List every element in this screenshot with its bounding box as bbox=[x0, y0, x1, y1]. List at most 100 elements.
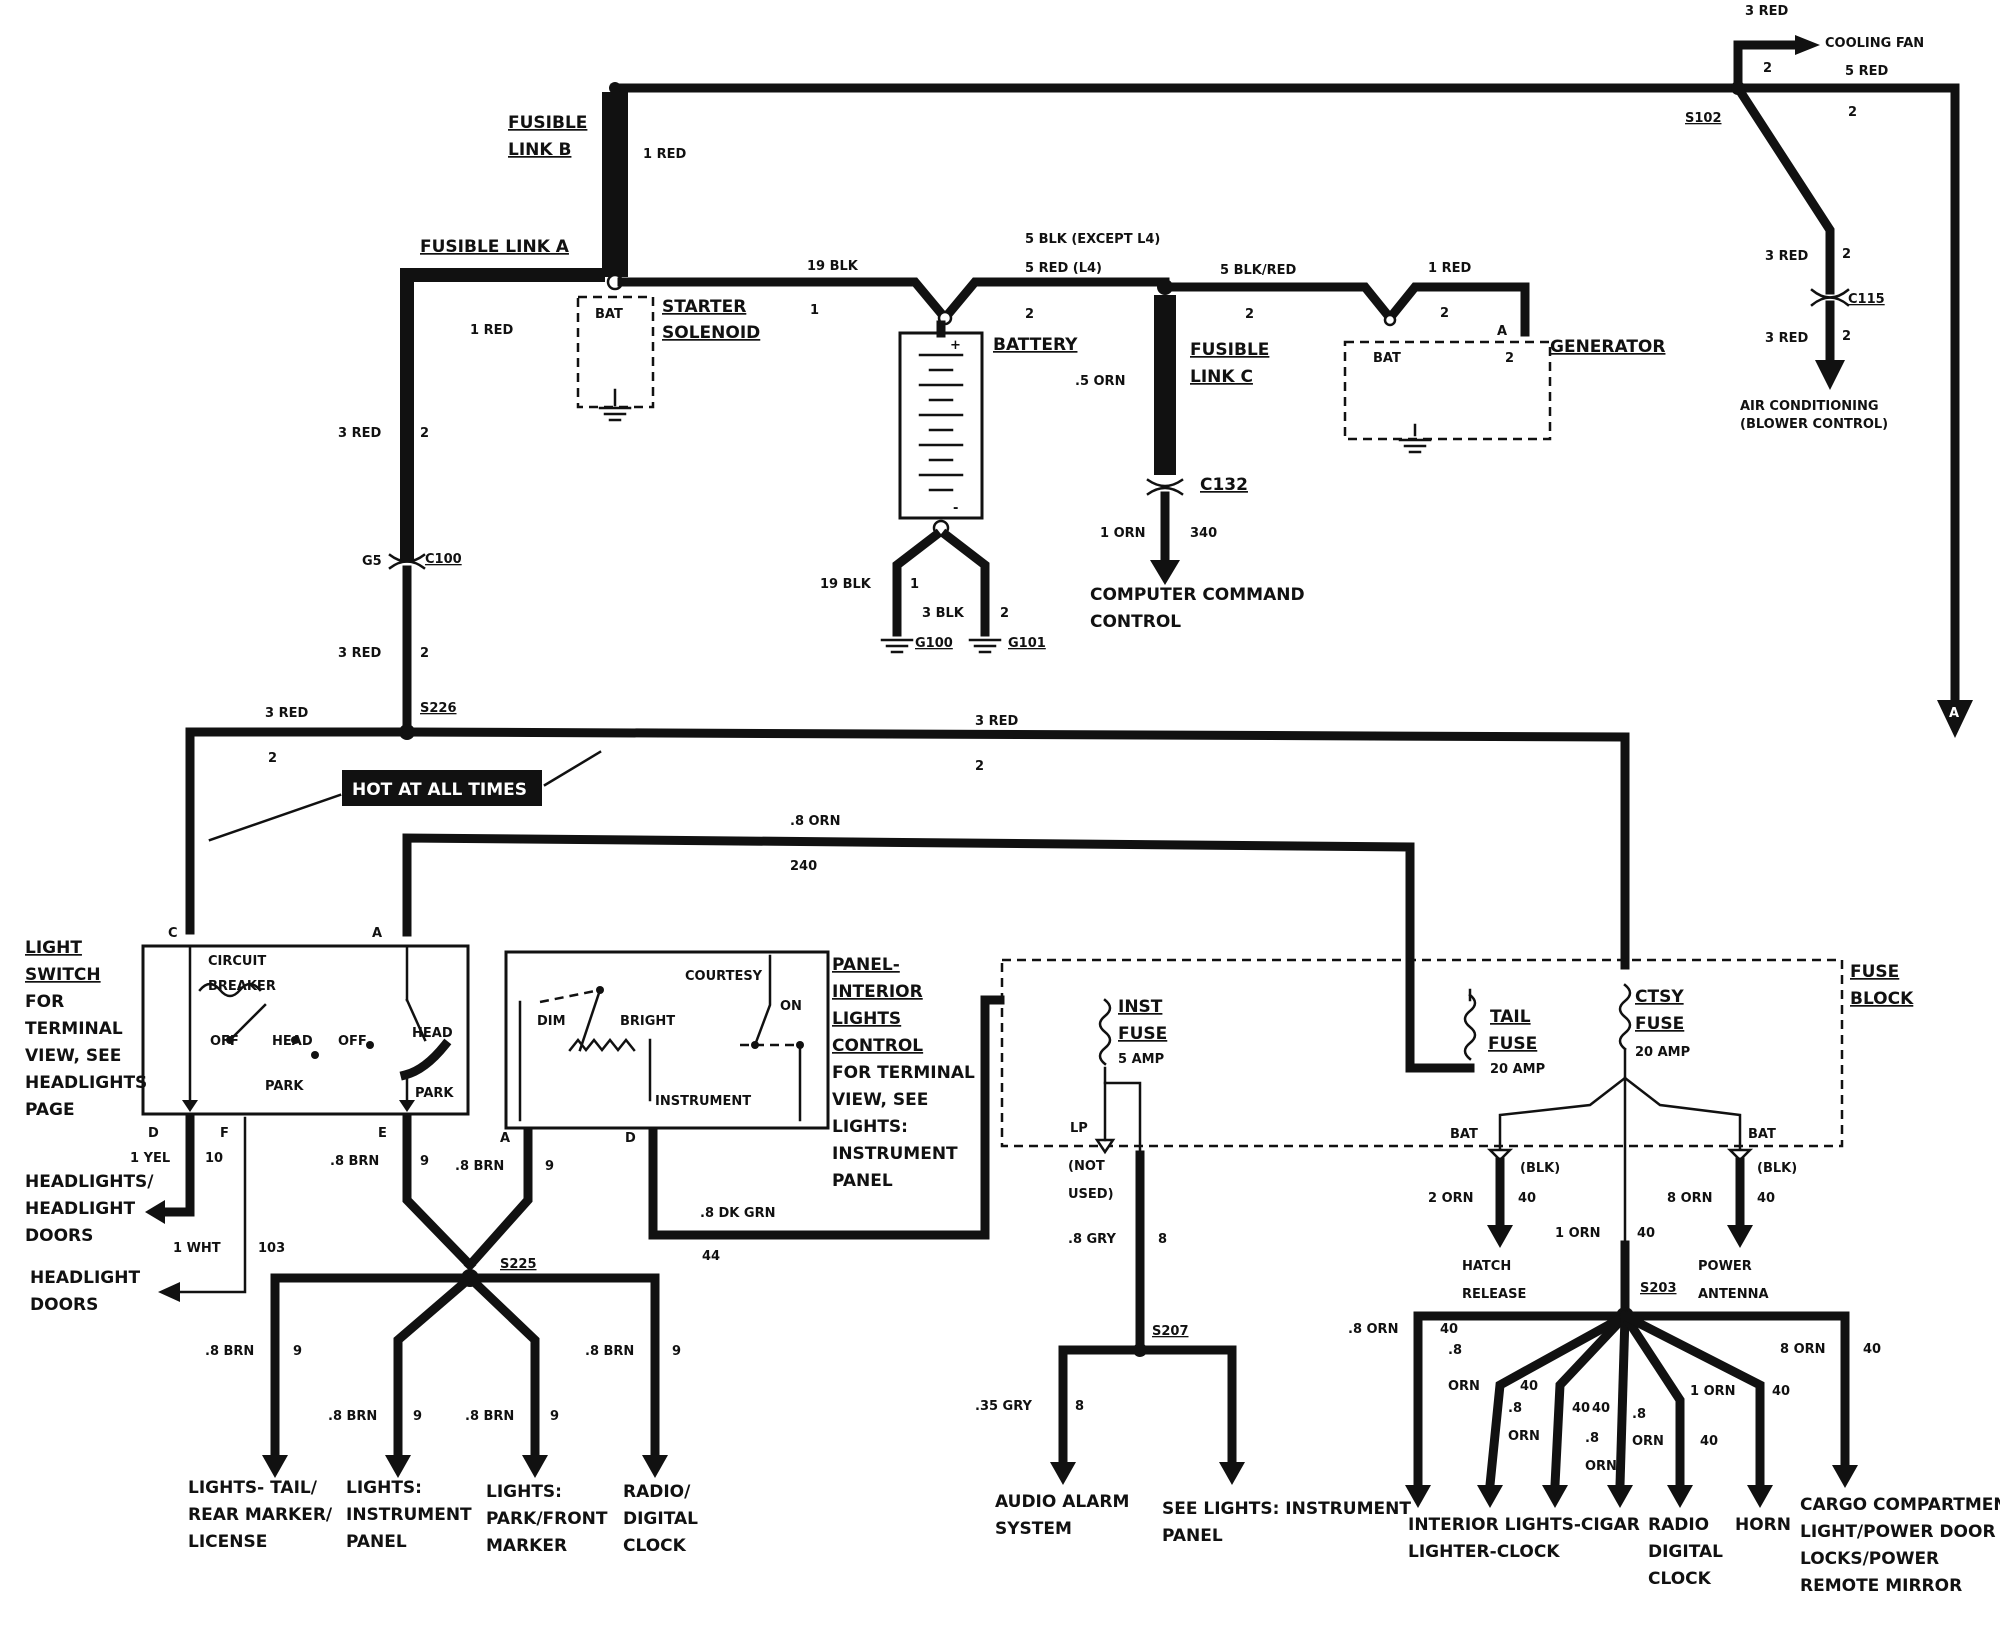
label: (BLK) bbox=[1757, 1161, 1797, 1176]
bat-outputs bbox=[1486, 1148, 1754, 1248]
label: BLOCK bbox=[1850, 989, 1914, 1009]
label: ORN bbox=[1585, 1459, 1617, 1474]
label: 1 RED bbox=[643, 147, 686, 162]
label: USED) bbox=[1068, 1187, 1114, 1202]
label: .8 BRN bbox=[585, 1344, 634, 1359]
label: FUSE bbox=[1850, 962, 1899, 982]
label: SYSTEM bbox=[995, 1519, 1072, 1539]
hot-at-all-times-text: HOT AT ALL TIMES bbox=[352, 780, 527, 800]
label: 40 bbox=[1700, 1434, 1718, 1449]
label: E bbox=[378, 1126, 387, 1141]
label: 2 bbox=[1025, 307, 1034, 322]
label: LIGHT/POWER DOOR bbox=[1800, 1522, 1996, 1542]
label: C100 bbox=[425, 552, 462, 567]
label: .35 GRY bbox=[975, 1399, 1033, 1414]
battery: + - bbox=[880, 320, 1002, 654]
label: LIGHTS: bbox=[832, 1117, 908, 1137]
label: (BLOWER CONTROL) bbox=[1740, 417, 1888, 432]
label: POWER bbox=[1698, 1259, 1752, 1274]
label: INTERIOR bbox=[832, 982, 923, 1002]
label: REMOTE MIRROR bbox=[1800, 1576, 1962, 1596]
label: HEADLIGHTS bbox=[25, 1073, 147, 1093]
label: .8 bbox=[1632, 1407, 1646, 1422]
label: LICENSE bbox=[188, 1532, 267, 1552]
label: HEADLIGHT bbox=[30, 1268, 140, 1288]
label: PANEL bbox=[346, 1532, 407, 1552]
label: 9 bbox=[293, 1344, 302, 1359]
label: .8 BRN bbox=[205, 1344, 254, 1359]
label: BREAKER bbox=[208, 979, 276, 994]
label: HATCH bbox=[1462, 1259, 1511, 1274]
label: RADIO bbox=[1648, 1515, 1709, 1535]
label: 2 bbox=[1842, 247, 1851, 262]
label: SEE LIGHTS: INSTRUMENT bbox=[1162, 1499, 1411, 1519]
label: 9 bbox=[545, 1159, 554, 1174]
label: VIEW, SEE bbox=[25, 1046, 121, 1066]
label: HEADLIGHTS/ bbox=[25, 1172, 154, 1192]
starter-solenoid bbox=[576, 295, 655, 422]
label: 40 bbox=[1518, 1191, 1536, 1206]
svg-text:-: - bbox=[953, 501, 958, 516]
label: 9 bbox=[672, 1344, 681, 1359]
label: BAT bbox=[1748, 1127, 1776, 1142]
label: 1 YEL bbox=[130, 1151, 170, 1166]
svg-text:+: + bbox=[950, 338, 961, 353]
label: 9 bbox=[550, 1409, 559, 1424]
label: 2 bbox=[1763, 61, 1772, 76]
label: FOR TERMINAL bbox=[832, 1063, 975, 1083]
label: MARKER bbox=[486, 1536, 567, 1556]
label: 103 bbox=[258, 1241, 285, 1256]
label: FUSIBLE bbox=[508, 113, 587, 133]
label: PARK/FRONT bbox=[486, 1509, 608, 1529]
label: LINK B bbox=[508, 140, 571, 160]
label: DIGITAL bbox=[623, 1509, 698, 1529]
label: HORN bbox=[1735, 1515, 1791, 1535]
label: .8 BRN bbox=[465, 1409, 514, 1424]
label: .8 bbox=[1585, 1431, 1599, 1446]
label: (BLK) bbox=[1520, 1161, 1560, 1176]
label: 2 bbox=[1245, 307, 1254, 322]
label: FUSE bbox=[1118, 1024, 1167, 1044]
label: 3 RED bbox=[975, 714, 1018, 729]
label: 2 ORN bbox=[1428, 1191, 1474, 1206]
label: CLOCK bbox=[623, 1536, 687, 1556]
label: DIGITAL bbox=[1648, 1542, 1723, 1562]
label: PAGE bbox=[25, 1100, 75, 1120]
label: 9 bbox=[420, 1154, 429, 1169]
label: S226 bbox=[420, 701, 457, 716]
label: ON bbox=[780, 999, 802, 1014]
fuse-block bbox=[1000, 958, 1844, 1302]
label: .8 bbox=[1508, 1401, 1522, 1416]
battery-generator-wire bbox=[617, 277, 1530, 337]
label: FOR bbox=[25, 992, 64, 1012]
label: 3 BLK bbox=[922, 606, 965, 621]
label: .8 BRN bbox=[330, 1154, 379, 1169]
label: LIGHTER-CLOCK bbox=[1408, 1542, 1560, 1562]
label: DOORS bbox=[25, 1226, 93, 1246]
label: 1 RED bbox=[470, 323, 513, 338]
label: 1 bbox=[810, 303, 819, 318]
light-switch bbox=[141, 944, 470, 1116]
label: 2 bbox=[268, 751, 277, 766]
label: F bbox=[220, 1126, 229, 1141]
s225-splice bbox=[262, 1269, 668, 1478]
label: SOLENOID bbox=[662, 323, 760, 343]
label: DIM bbox=[537, 1014, 566, 1029]
label: 5 AMP bbox=[1118, 1052, 1164, 1067]
label: BAT bbox=[1450, 1127, 1478, 1142]
label: LIGHT bbox=[25, 938, 82, 958]
label: 40 bbox=[1592, 1401, 1610, 1416]
label: 19 BLK bbox=[820, 577, 872, 592]
label: LIGHTS: bbox=[346, 1478, 422, 1498]
label: CTSY bbox=[1635, 987, 1684, 1007]
label: 3 RED bbox=[338, 426, 381, 441]
hot-at-all-times bbox=[208, 750, 602, 842]
label: 40 bbox=[1440, 1322, 1458, 1337]
label: (NOT bbox=[1068, 1159, 1105, 1174]
label: PARK bbox=[415, 1086, 454, 1101]
label: 40 bbox=[1772, 1384, 1790, 1399]
label: HEAD bbox=[412, 1026, 453, 1041]
label: OFF bbox=[338, 1034, 367, 1049]
label: FUSIBLE bbox=[1190, 340, 1269, 360]
label: .8 bbox=[1448, 1343, 1462, 1358]
